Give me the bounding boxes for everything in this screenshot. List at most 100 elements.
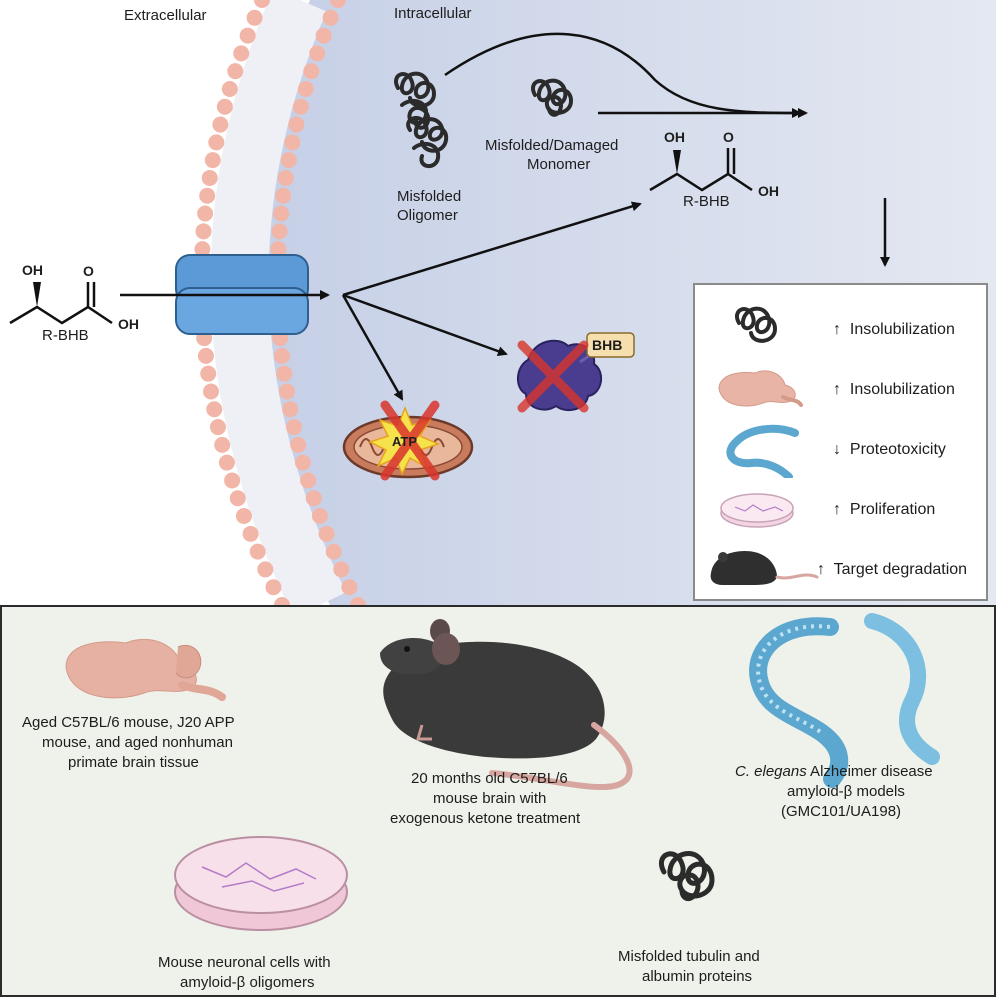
- lipid-head: [249, 543, 266, 560]
- effect-text: Proteotoxicity: [849, 441, 946, 458]
- brain-tissue-caption-line3: primate brain tissue: [68, 754, 199, 771]
- lipid-head: [204, 152, 221, 169]
- lipid-head: [233, 45, 250, 62]
- bhb-molecule-inside: [649, 148, 753, 192]
- bhb-inside-o-label: O: [723, 129, 734, 145]
- mouse-caption-line2: mouse brain with: [433, 790, 547, 807]
- lipid-head: [275, 187, 292, 204]
- celegans-disease: Alzheimer disease: [806, 763, 933, 780]
- celegans-caption-line2: amyloid-β models: [787, 783, 905, 800]
- effect-text: Insolubilization: [849, 381, 955, 398]
- neuronal-cells-caption-line1: Mouse neuronal cells with: [158, 954, 331, 971]
- lipid-head: [276, 365, 293, 382]
- effect-arrow: ↑: [817, 561, 825, 578]
- lipid-head: [273, 205, 290, 222]
- lipid-head: [265, 579, 282, 596]
- mechanism-panel: Extracellular Intracellular OH O OH R-BH…: [9, 0, 996, 605]
- lipid-head: [303, 63, 320, 80]
- models-illustrations: [65, 613, 940, 931]
- lipid-head: [285, 419, 302, 436]
- lipid-head: [288, 116, 305, 133]
- brain-icon: [65, 638, 226, 701]
- inhibition-x-mark: [380, 400, 440, 481]
- mouse-icon: [710, 551, 819, 585]
- lipid-head: [216, 98, 233, 115]
- lipid-head: [221, 80, 238, 97]
- bhb-name-outside: R-BHB: [42, 327, 89, 344]
- effect-arrow: ↑: [833, 321, 841, 338]
- bhb-oh2-label: OH: [118, 316, 139, 332]
- lipid-head: [246, 9, 263, 26]
- mouse-caption-line3: exogenous ketone treatment: [390, 810, 581, 827]
- lipid-head: [277, 169, 294, 186]
- effect-row: ↑ Proliferation: [695, 483, 986, 539]
- lipid-head: [330, 0, 346, 8]
- lipid-head: [229, 490, 246, 507]
- worm-icon: [726, 424, 799, 478]
- bhb-molecule-outside: [9, 282, 113, 325]
- inhibition-x-mark: [517, 340, 589, 413]
- celegans-caption-line1: C. elegans Alzheimer disease: [735, 762, 933, 781]
- celegans-caption-line3: (GMC101/UA198): [781, 803, 902, 820]
- lipid-head: [224, 472, 241, 489]
- lipid-head: [271, 223, 288, 240]
- lipid-head: [297, 80, 314, 97]
- lipid-head: [294, 454, 311, 471]
- lipid-head: [311, 508, 328, 525]
- misfolded-protein-icon: [735, 306, 778, 343]
- monomer-label-line1: Misfolded/Damaged: [485, 137, 619, 154]
- monomer-label-line2: Monomer: [527, 156, 591, 173]
- brain-tissue-caption-line1: Aged C57BL/6 mouse, J20 APP: [22, 714, 235, 731]
- lipid-head: [322, 9, 339, 26]
- lipid-head: [284, 134, 301, 151]
- lipid-head: [278, 383, 295, 400]
- celegans-species: C. elegans: [735, 763, 807, 780]
- lipid-head: [292, 98, 309, 115]
- lipid-head: [270, 241, 287, 258]
- models-panel: Aged C57BL/6 mouse, J20 APP mouse, and a…: [0, 605, 996, 997]
- lipid-head: [257, 561, 274, 578]
- lipid-head: [273, 347, 290, 364]
- lipid-head: [318, 525, 335, 542]
- bhb-inside-oh-label: OH: [664, 129, 685, 145]
- oligomer-label-line2: Oligomer: [397, 207, 458, 224]
- lipid-head: [194, 241, 211, 258]
- worm-icon: [749, 613, 940, 788]
- lipid-head: [209, 419, 226, 436]
- bhb-tag-label: BHB: [592, 337, 623, 353]
- lipid-head: [227, 63, 244, 80]
- lipid-head: [200, 365, 217, 382]
- lipid-head: [341, 579, 358, 596]
- lipid-head: [208, 134, 225, 151]
- neuronal-cells-caption-line2: amyloid-β oligomers: [180, 974, 315, 991]
- lipid-head: [315, 27, 332, 44]
- effect-text: Proliferation: [849, 501, 936, 518]
- mouse-caption-line1: 20 months old C57BL/6: [411, 770, 568, 787]
- bhb-oh-label: OH: [22, 262, 43, 278]
- lipid-head: [254, 0, 270, 8]
- channel-protein: [175, 254, 309, 335]
- lipid-head: [214, 436, 231, 453]
- misfolded-oligomer-icon: [394, 71, 449, 168]
- lipid-head: [282, 401, 299, 418]
- mouse-icon: [380, 619, 633, 791]
- lipid-head: [333, 561, 350, 578]
- petri-dish-icon: [720, 493, 794, 528]
- effect-row: ↑ Insolubilization: [695, 303, 986, 359]
- lipid-head: [325, 543, 342, 560]
- transport-arrows: [120, 32, 890, 401]
- bhb-name-inside: R-BHB: [683, 193, 730, 210]
- lipid-head: [195, 223, 212, 240]
- oligomer-label-line1: Misfolded: [397, 188, 462, 205]
- effects-legend: ↑ Insolubilization ↑ Insolubilization ↓ …: [693, 283, 988, 601]
- lipid-head: [218, 454, 235, 471]
- bhb-inside-oh2-label: OH: [758, 183, 779, 199]
- effect-arrow: ↑: [833, 501, 841, 518]
- lipid-head: [280, 152, 297, 169]
- effect-row: ↑ Insolubilization: [695, 363, 986, 419]
- proteins-caption-line2: albumin proteins: [642, 968, 753, 985]
- lipid-head: [305, 490, 322, 507]
- brain-icon: [718, 370, 803, 407]
- lipid-head: [201, 169, 218, 186]
- brain-tissue-caption-line2: mouse, and aged nonhuman: [42, 734, 233, 751]
